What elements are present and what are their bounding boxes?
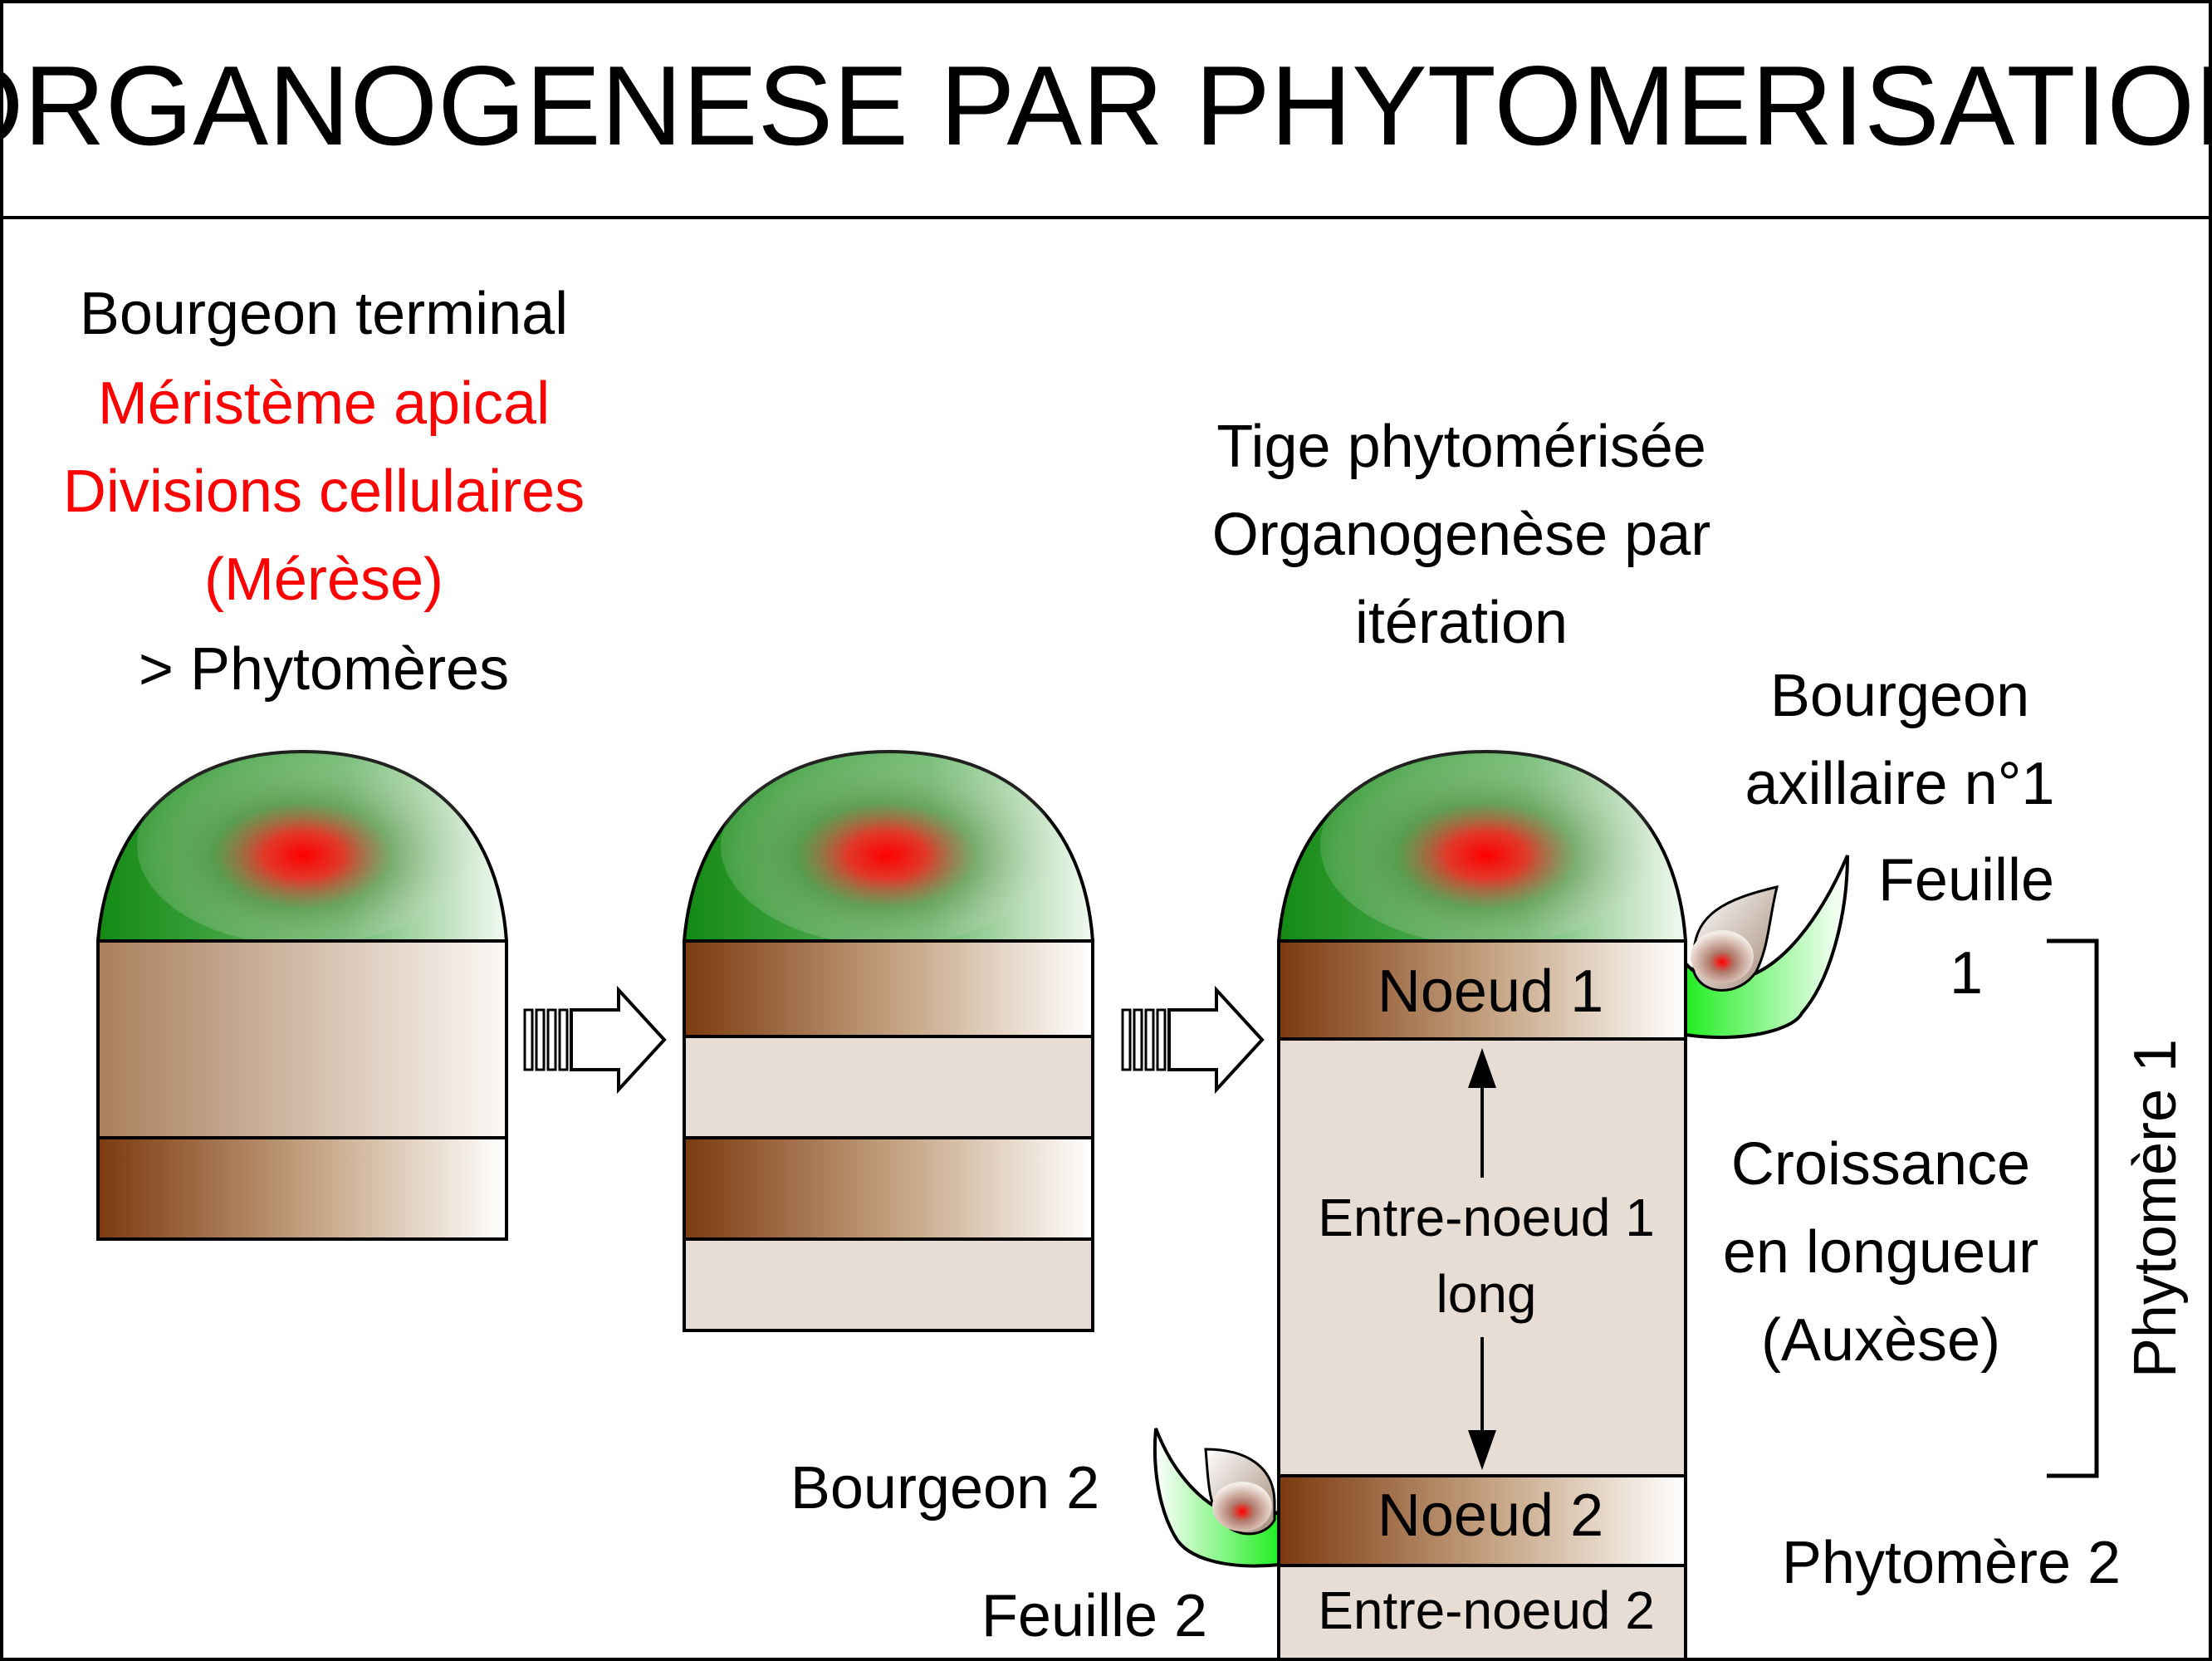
center-line-organogenese: Organogenèse par [1212, 502, 1710, 568]
growth-label-line1: Croissance [1731, 1131, 2030, 1198]
stage-2-node-a [683, 939, 1094, 1038]
stage-2-meristem-red-spot [721, 746, 1053, 945]
left-line-phytomeres: > Phytomères [139, 636, 509, 703]
left-line-bourgeon-terminal: Bourgeon terminal [80, 281, 568, 347]
left-line-merese: (Mérèse) [204, 546, 443, 613]
internode-1-label-line1: Entre-noeud 1 [1318, 1188, 1655, 1247]
stage-3-meristem-red-spot [1320, 746, 1652, 945]
stage-2-internode-b [683, 1237, 1094, 1332]
arrow-1-head-icon [570, 985, 667, 1095]
stage-1-node-segment [96, 1136, 508, 1241]
internode-1-arrow-up-icon [1468, 1048, 1496, 1088]
axillary-bud-1-core [1691, 930, 1754, 983]
center-line-tige: Tige phytomérisée [1216, 414, 1706, 480]
center-line-iteration: itération [1355, 590, 1568, 656]
arrow-2-head-icon [1167, 985, 1265, 1095]
internode-1-arrow-down-icon [1468, 1430, 1496, 1470]
phytomer-2-label: Phytomère 2 [1782, 1530, 2121, 1596]
leaf-1-label-line1: Feuille [1878, 847, 2054, 914]
left-line-divisions-cellulaires: Divisions cellulaires [63, 458, 585, 525]
stage-1-terminal-bud [95, 746, 509, 1241]
leaf-1-label-line2: 1 [1950, 940, 1983, 1007]
internode-2-label: Entre-noeud 2 [1318, 1580, 1655, 1640]
axillary-bud-label-line1: Bourgeon [1770, 663, 2029, 729]
bud-2-label: Bourgeon 2 [790, 1455, 1099, 1521]
phytomer-1-label: Phytomère 1 [2122, 1039, 2189, 1378]
stage-2-node-b [683, 1136, 1094, 1241]
leaf-2-group [1152, 1428, 1280, 1568]
page-title: ORGANOGENESE PAR PHYTOMERISATION [0, 42, 2212, 169]
process-arrow-2 [1121, 985, 1265, 1095]
stage-1-tall-segment [96, 939, 508, 1139]
internode-1-label-line2: long [1436, 1264, 1537, 1324]
leaf-2-label: Feuille 2 [981, 1583, 1207, 1649]
center-text-block: Tige phytomérisée Organogenèse par itéra… [1212, 414, 1710, 656]
process-arrow-1 [523, 985, 667, 1095]
node-2-label: Noeud 2 [1378, 1482, 1603, 1549]
growth-label-line2: en longueur [1723, 1219, 2038, 1286]
stage-2-bud [682, 746, 1095, 1332]
internode-2 [1277, 1564, 1687, 1661]
stage-3-stem: Noeud 1 Noeud 2 Entre-noeud 2 Entre-noeu… [1276, 746, 1688, 1661]
left-text-block: Bourgeon terminal Méristème apical Divis… [63, 281, 585, 703]
phytomer-1-bracket [2047, 938, 2099, 1478]
left-line-meristeme-apical: Méristème apical [98, 370, 550, 437]
growth-label-line3: (Auxèse) [1761, 1307, 2000, 1374]
stage-1-meristem-red-spot [137, 746, 469, 945]
stage-2-internode-a [683, 1035, 1094, 1139]
node-2 [1277, 1474, 1687, 1567]
axillary-bud-label-line2: axillaire n°1 [1745, 751, 2055, 817]
leaf-1-group [1684, 855, 1849, 1040]
node-1-label: Noeud 1 [1378, 958, 1603, 1025]
bud-2-core [1212, 1482, 1272, 1531]
